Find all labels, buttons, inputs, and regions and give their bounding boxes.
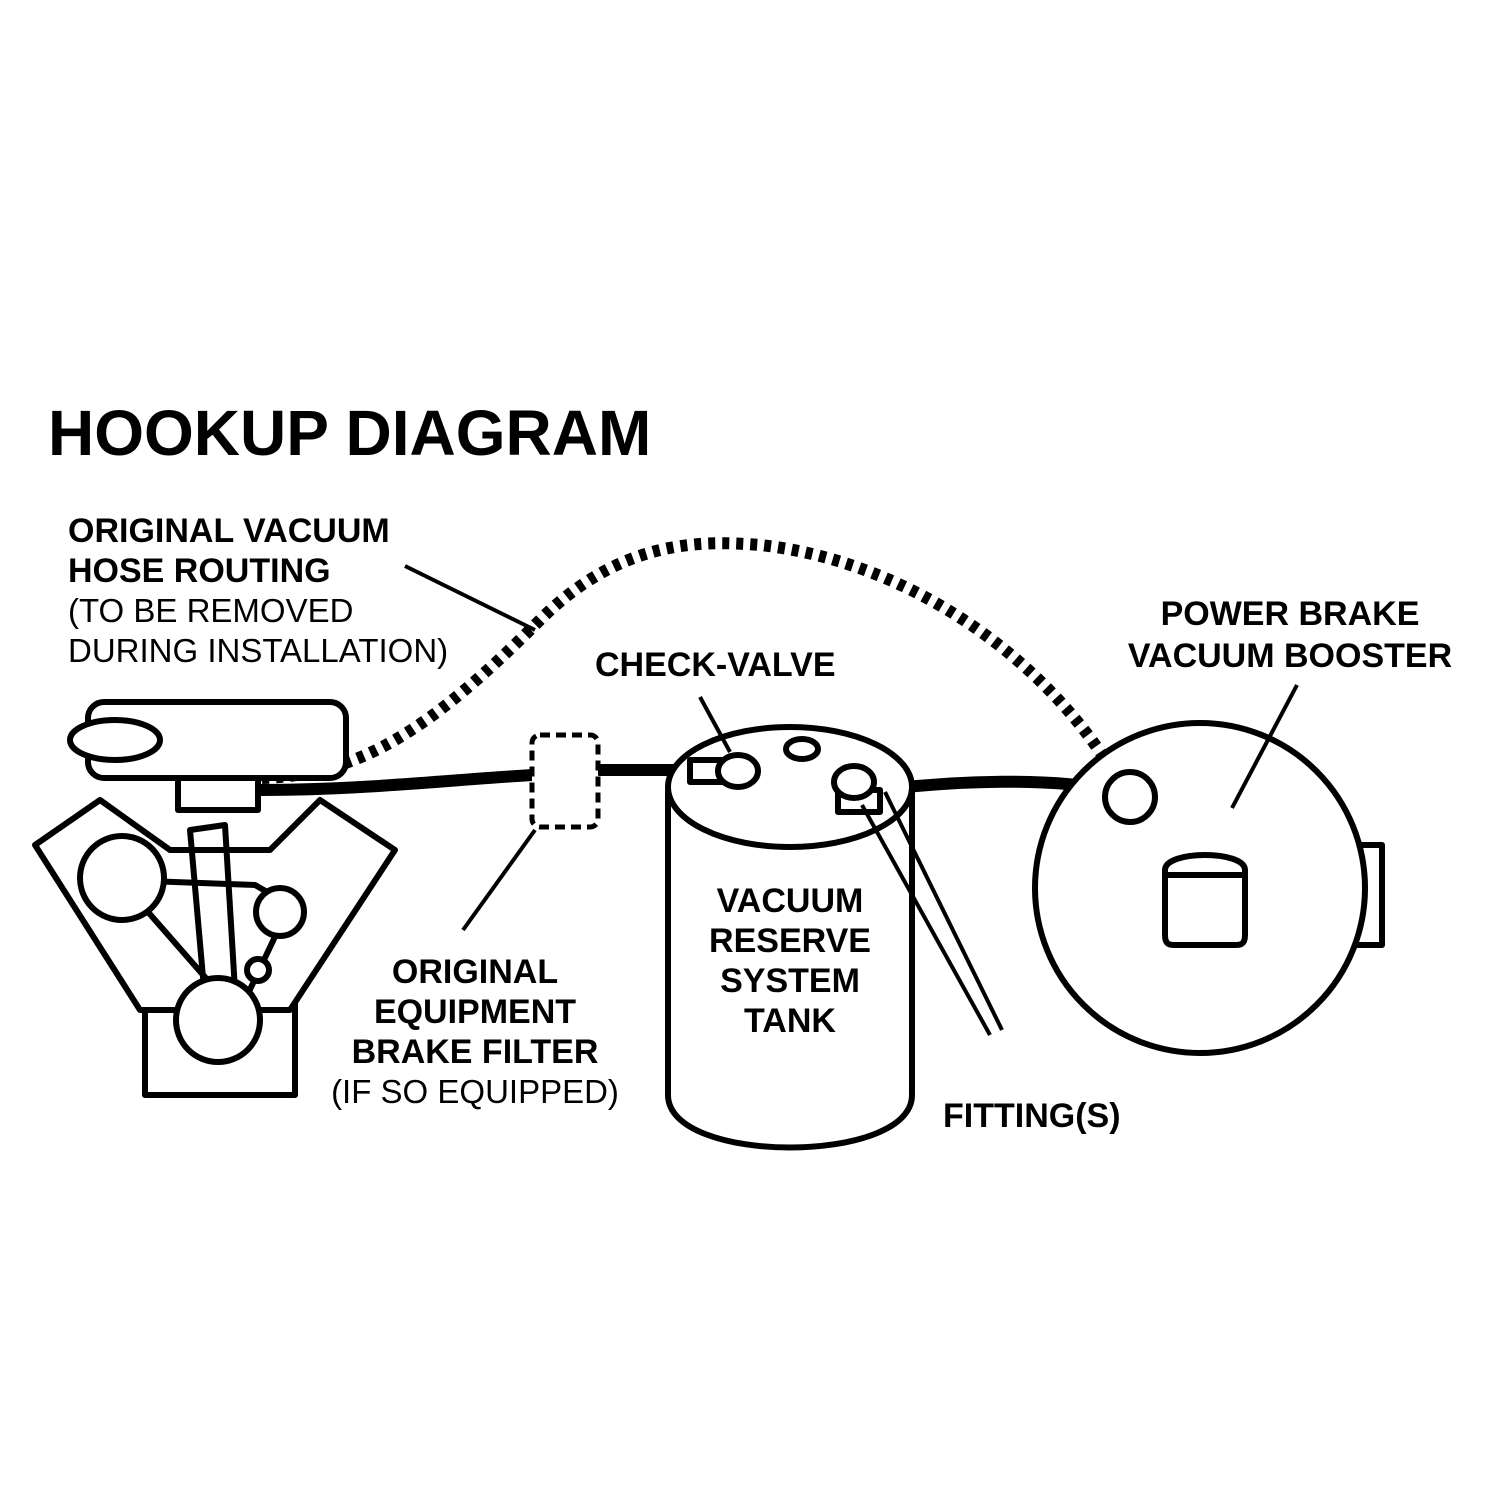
svg-text:ORIGINAL VACUUM: ORIGINAL VACUUM	[68, 512, 390, 550]
tank-label: VACUUM RESERVE SYSTEM TANK	[709, 882, 871, 1040]
leader-fittings-1	[883, 791, 1004, 1031]
svg-text:HOSE ROUTING: HOSE ROUTING	[68, 552, 331, 590]
vacuum-reserve-tank-icon	[665, 724, 915, 1151]
brake-filter-icon	[529, 732, 601, 830]
fittings-label: FITTING(S)	[943, 1097, 1121, 1135]
brake-filter-label: ORIGINAL EQUIPMENT BRAKE FILTER (IF SO E…	[331, 953, 619, 1110]
leader-brake-filter	[461, 828, 537, 932]
svg-text:(IF SO EQUIPPED): (IF SO EQUIPPED)	[331, 1073, 619, 1110]
svg-text:BRAKE FILTER: BRAKE FILTER	[352, 1033, 599, 1071]
svg-text:SYSTEM: SYSTEM	[720, 962, 860, 1000]
leader-fittings-2	[860, 804, 992, 1036]
svg-text:TANK: TANK	[744, 1002, 836, 1040]
engine-icon	[32, 699, 398, 1098]
svg-text:POWER BRAKE: POWER BRAKE	[1161, 595, 1420, 633]
svg-text:(TO BE REMOVED: (TO BE REMOVED	[68, 592, 353, 629]
svg-text:ORIGINAL: ORIGINAL	[392, 953, 558, 991]
svg-text:VACUUM BOOSTER: VACUUM BOOSTER	[1128, 637, 1452, 675]
leader-booster	[1230, 684, 1299, 809]
hose-engine-to-filter	[256, 769, 538, 796]
original-hose-routing-line	[261, 537, 1121, 784]
power-brake-booster-icon	[1032, 720, 1385, 1056]
original-routing-label: ORIGINAL VACUUM HOSE ROUTING (TO BE REMO…	[68, 512, 448, 669]
check-valve-label: CHECK-VALVE	[595, 646, 836, 684]
svg-text:DURING INSTALLATION): DURING INSTALLATION)	[68, 632, 448, 669]
leader-check-valve	[698, 696, 732, 753]
booster-label: POWER BRAKE VACUUM BOOSTER	[1128, 595, 1452, 675]
svg-text:RESERVE: RESERVE	[709, 922, 871, 960]
svg-text:VACUUM: VACUUM	[717, 882, 864, 920]
diagram-title: HOOKUP DIAGRAM	[48, 397, 651, 469]
leader-original-routing	[404, 564, 536, 632]
svg-text:EQUIPMENT: EQUIPMENT	[374, 993, 576, 1031]
